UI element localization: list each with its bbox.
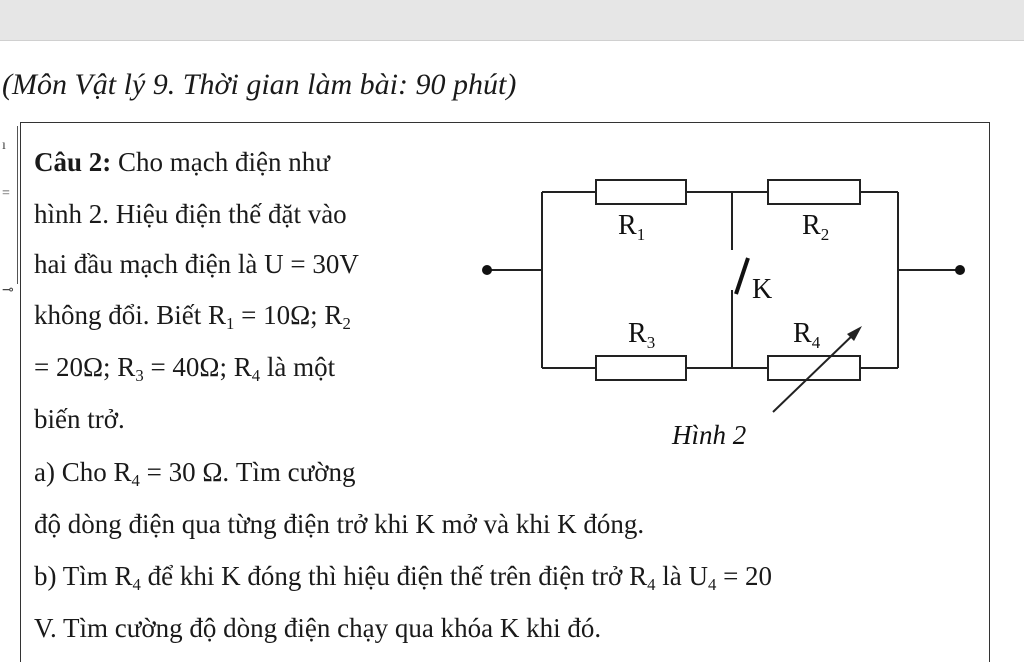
- part-a-line-2: độ dòng điện qua từng điện trở khi K mở …: [34, 509, 645, 539]
- problem-line-6: biến trở.: [34, 404, 125, 434]
- problem-line-5: = 20Ω; R3 = 40Ω; R4 là một: [34, 352, 336, 386]
- circuit-wires: [487, 191, 960, 369]
- resistor-r4: [767, 355, 861, 381]
- problem-line-1: Câu 2: Cho mạch điện như: [34, 147, 330, 177]
- label-r1: R1: [618, 210, 645, 244]
- edge-mark-2: =: [2, 186, 10, 201]
- rheostat-arrow: [772, 326, 862, 413]
- viewer-top-bar: [0, 0, 1024, 41]
- left-frame-line: [17, 126, 18, 284]
- edge-mark-1: ı: [2, 138, 6, 153]
- resistor-r1: [595, 179, 687, 205]
- problem-line-2: hình 2. Hiệu điện thế đặt vào: [34, 199, 347, 229]
- switch-k: [734, 257, 750, 295]
- problem-line-3: hai đầu mạch điện là U = 30V: [34, 249, 359, 279]
- label-r4: R4: [793, 318, 821, 352]
- part-b-line-1: b) Tìm R4 để khi K đóng thì hiệu điện th…: [34, 561, 773, 595]
- terminal-right: [955, 265, 965, 275]
- problem-line-4: không đổi. Biết R1 = 10Ω; R2: [34, 300, 351, 334]
- label-r2: R2: [802, 210, 829, 244]
- resistor-r2: [767, 179, 861, 205]
- label-switch-k: K: [752, 274, 772, 305]
- resistor-r3: [595, 355, 687, 381]
- label-r3: R3: [628, 318, 655, 352]
- part-b-line-2: V. Tìm cường độ dòng điện chạy qua khóa …: [34, 613, 602, 643]
- part-a-line-1: a) Cho R4 = 30 Ω. Tìm cường: [34, 457, 356, 491]
- figure-caption: Hình 2: [671, 420, 746, 450]
- question-title: Câu 2:: [34, 147, 112, 177]
- edge-mark-3: ⊸: [2, 283, 14, 298]
- exam-header: (Môn Vật lý 9. Thời gian làm bài: 90 phú…: [2, 68, 517, 101]
- problem-box: [20, 122, 990, 662]
- circuit-diagram: R1 R2 R3 R4 K Hình 2: [482, 179, 965, 450]
- terminal-left: [482, 265, 492, 275]
